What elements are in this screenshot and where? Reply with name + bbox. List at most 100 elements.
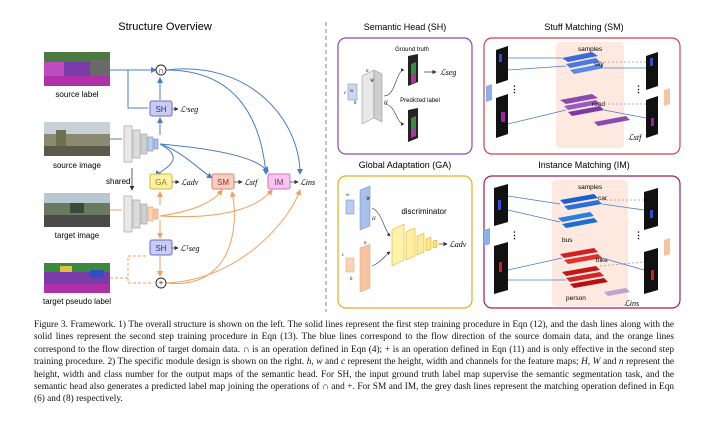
framework-figure: Structure Overview source label source i… — [43, 21, 681, 312]
overview-title: Structure Overview — [118, 21, 212, 33]
im-bike-samples — [560, 248, 602, 264]
svg-text:W: W — [366, 197, 371, 202]
sh-predicted-map — [408, 108, 418, 142]
target-image-caption: target image — [55, 231, 100, 240]
target-encoder — [123, 195, 159, 233]
caption-var-h: h — [306, 357, 312, 368]
ga-source-features: W H w — [345, 185, 376, 231]
sm-loss-bar — [594, 116, 630, 126]
im-module: IM — [267, 173, 291, 190]
svg-text:n: n — [364, 241, 367, 246]
loss-adv-overview: ℒadv — [181, 178, 199, 187]
im-bike-label: bike — [596, 257, 608, 264]
svg-text:⋮: ⋮ — [510, 230, 519, 240]
ga-loss: ℒadv — [449, 240, 467, 249]
caption-part-2b: represent the height, width and class nu… — [34, 357, 675, 405]
loss-ins-overview: ℒins — [300, 178, 315, 187]
im-flow-lines — [507, 195, 645, 281]
im-car-label: car — [598, 195, 608, 202]
target-image-thumb — [44, 193, 110, 227]
ga-target-features: c n h — [342, 241, 371, 293]
svg-text:IM: IM — [275, 178, 284, 187]
plus-operator: + — [155, 277, 167, 289]
im-source-maps — [484, 184, 508, 294]
sh-module-source: SH — [149, 100, 173, 117]
loss-stf-overview: ℒstf — [244, 178, 259, 187]
intersection-operator: ∩ — [155, 64, 167, 76]
svg-text:w: w — [346, 193, 350, 198]
svg-text:H: H — [383, 101, 388, 106]
svg-text:h: h — [354, 101, 357, 106]
im-person-label: person — [566, 295, 586, 302]
svg-text:GA: GA — [155, 178, 167, 187]
svg-text:c: c — [342, 253, 345, 258]
im-bus-label: bus — [562, 237, 573, 244]
svg-text:W: W — [370, 79, 375, 84]
im-loss: ℒins — [624, 299, 639, 308]
svg-text:∩: ∩ — [158, 66, 164, 75]
sh-feature-stack: c w h n W H — [344, 69, 388, 125]
source-image-caption: source image — [53, 161, 102, 170]
sh-ground-truth-label: Ground truth — [395, 47, 429, 53]
ga-discriminator — [391, 223, 438, 267]
loss-seg-source: ℒˢseg — [180, 105, 198, 114]
sm-panel — [483, 37, 681, 155]
ga-panel-title: Global Adaptation (GA) — [359, 160, 452, 170]
im-samples-label: samples — [578, 184, 603, 191]
source-image-thumb — [44, 122, 110, 156]
figure-caption: Figure 3. Framework. 1) The overall stru… — [34, 320, 675, 405]
caption-part-1: Figure 3. Framework. 1) The overall stru… — [34, 320, 674, 368]
shared-label: shared — [106, 177, 130, 186]
sm-sky-label: sky — [594, 61, 605, 68]
svg-text:w: w — [350, 89, 354, 94]
im-bus-samples — [558, 212, 598, 228]
svg-text:+: + — [158, 278, 163, 288]
sh-panel-title: Semantic Head (SH) — [364, 22, 447, 32]
svg-text:SH: SH — [155, 105, 166, 114]
svg-text:n: n — [366, 69, 369, 74]
sm-module: SM — [211, 173, 235, 190]
im-person-samples — [562, 266, 608, 288]
im-panel-title: Instance Matching (IM) — [538, 160, 630, 170]
target-pseudo-label-caption: target pseudo label — [43, 297, 111, 306]
sh-loss: ℒseg — [440, 68, 456, 77]
caption-var-n: n — [618, 357, 624, 368]
sm-road-label: road — [592, 101, 605, 108]
caption-part-2a: represent the height, width and channels… — [345, 357, 582, 368]
loss-seg-target: ℒᵀseg — [180, 244, 200, 253]
source-encoder — [123, 125, 159, 163]
source-flow-lines — [110, 67, 303, 179]
sh-predicted-label: Predicted label — [400, 98, 440, 104]
source-label-caption: source label — [55, 90, 98, 99]
im-target-maps — [644, 188, 670, 294]
sm-flow-lines — [507, 57, 647, 125]
sm-target-maps — [646, 52, 670, 138]
sm-source-maps — [486, 46, 508, 138]
sm-loss: ℒstf — [628, 133, 643, 142]
caption-var-w: w — [316, 357, 323, 368]
sm-samples-label: samples — [578, 46, 603, 53]
svg-text:⋮: ⋮ — [510, 84, 519, 94]
sh-panel — [337, 37, 473, 155]
svg-text:SM: SM — [217, 178, 229, 187]
svg-text:h: h — [350, 277, 353, 282]
sh-module-target: SH — [149, 239, 173, 256]
svg-text:c: c — [344, 91, 347, 96]
svg-text:⋮: ⋮ — [634, 230, 643, 240]
svg-text:⋮: ⋮ — [634, 84, 643, 94]
target-pseudo-label-thumb — [44, 263, 110, 293]
im-loss-bar — [604, 288, 630, 296]
ga-module: GA — [149, 173, 173, 190]
sh-ground-truth-map — [408, 54, 418, 86]
sm-panel-title: Stuff Matching (SM) — [544, 22, 623, 32]
ga-discriminator-label: discriminator — [401, 207, 447, 216]
svg-text:SH: SH — [155, 244, 166, 253]
im-car-samples — [560, 194, 602, 210]
source-label-image — [44, 52, 110, 86]
svg-text:H: H — [371, 217, 376, 222]
caption-var-W: W — [592, 357, 601, 368]
target-flow-lines — [110, 189, 302, 284]
caption-var-H: H — [581, 357, 588, 368]
sm-road-samples — [560, 94, 604, 116]
sm-sky-samples — [562, 52, 604, 74]
